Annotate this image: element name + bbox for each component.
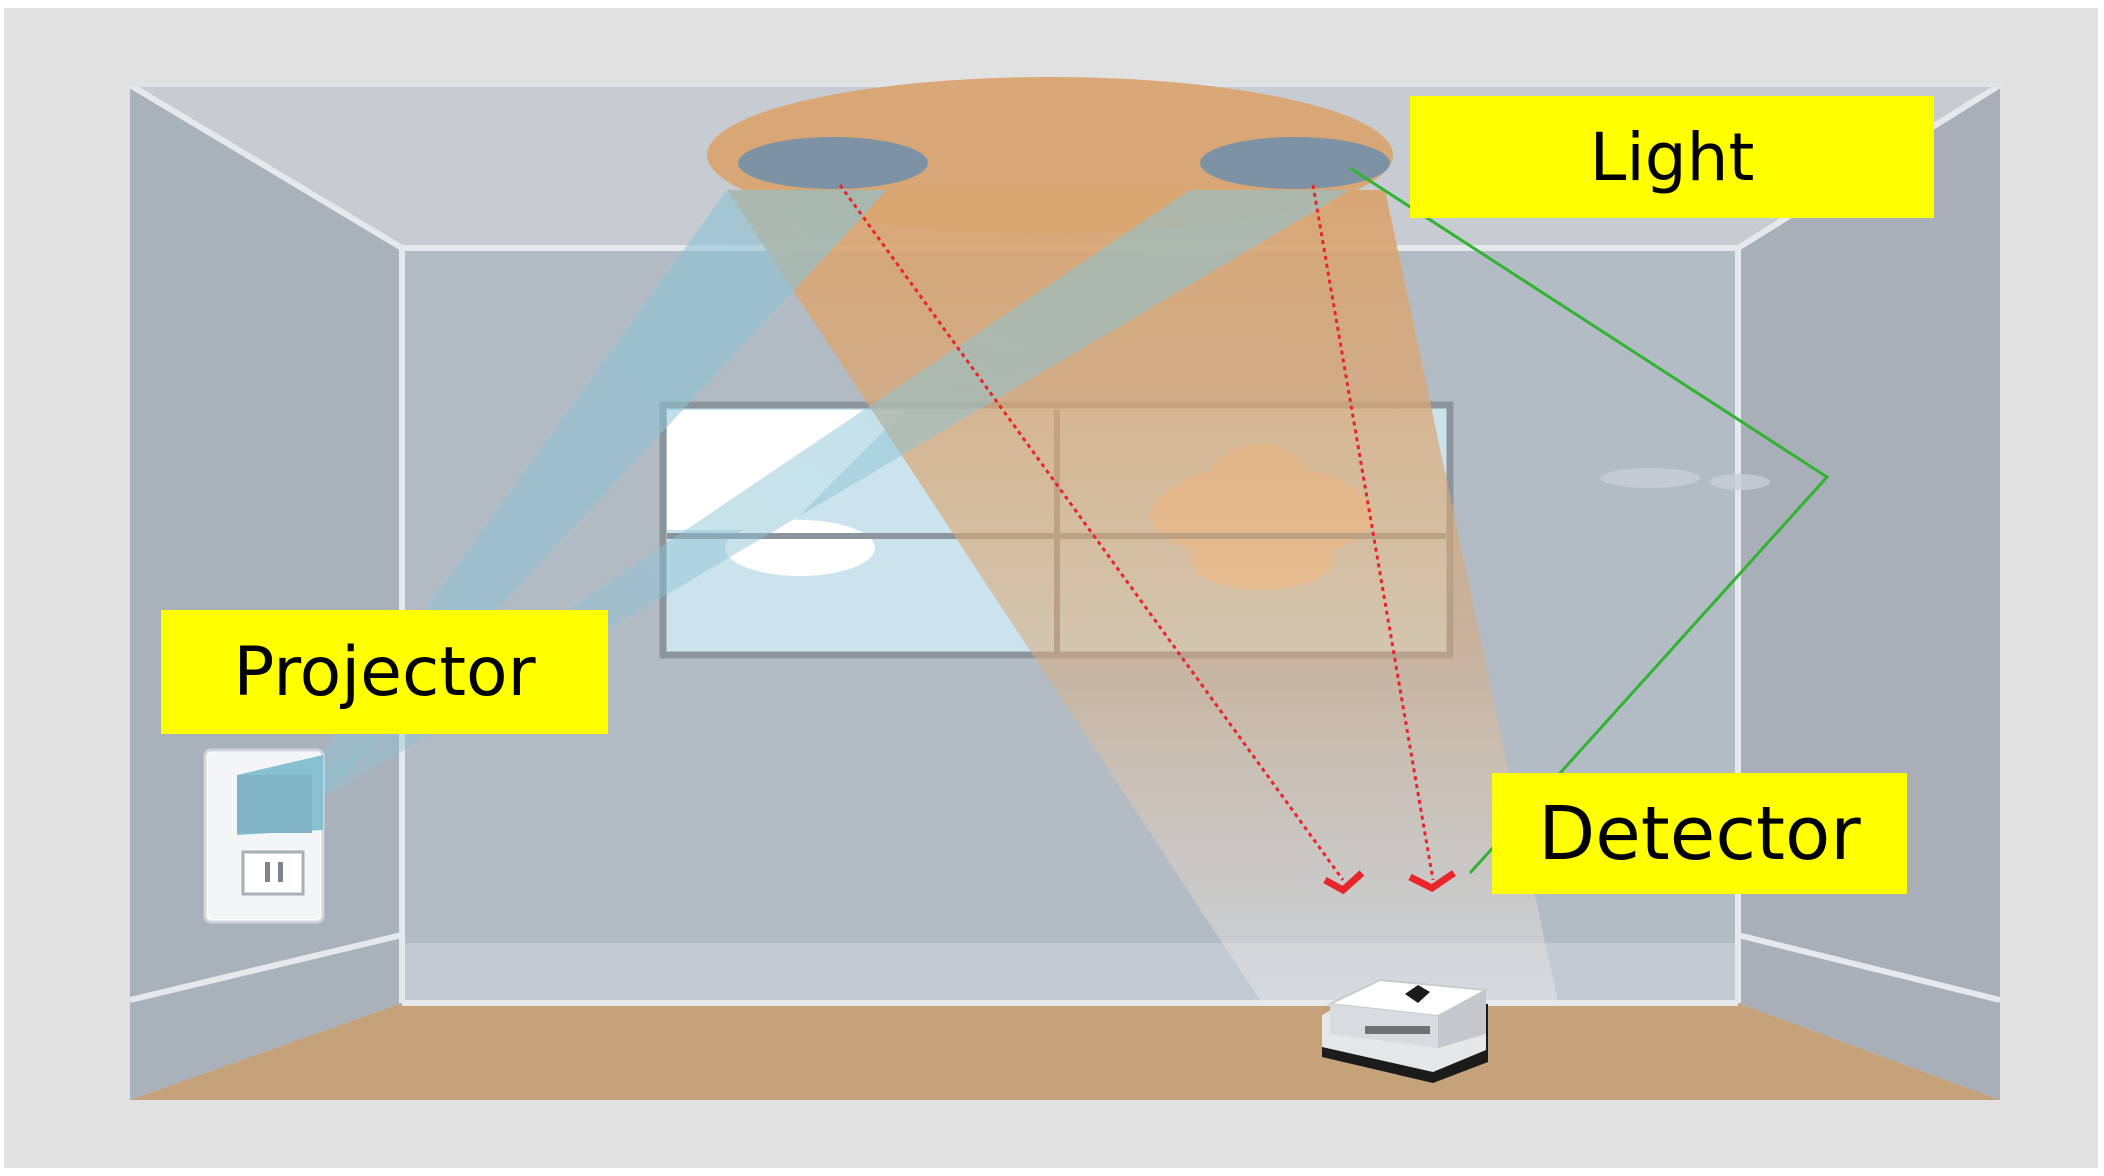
projector-label: Projector (161, 610, 608, 734)
projector-fixture (738, 137, 928, 189)
light-label: Light (1410, 96, 1934, 218)
projector-label-text: Projector (233, 632, 536, 712)
light-fixture (1200, 137, 1390, 189)
left-wall (130, 85, 402, 1100)
light-rays (838, 184, 1435, 881)
detector-label-text: Detector (1538, 790, 1861, 877)
outlet (241, 850, 305, 896)
leader-line (1349, 166, 1830, 875)
floor (130, 1003, 2000, 1100)
projector-device (203, 748, 325, 924)
ray-arrowhead (1323, 870, 1365, 895)
robot-vacuum (1322, 978, 1490, 1083)
faint-marks (1600, 468, 1770, 490)
ray-arrowhead (1408, 870, 1456, 893)
light-label-text: Light (1589, 118, 1755, 196)
detector-label: Detector (1492, 773, 1907, 894)
